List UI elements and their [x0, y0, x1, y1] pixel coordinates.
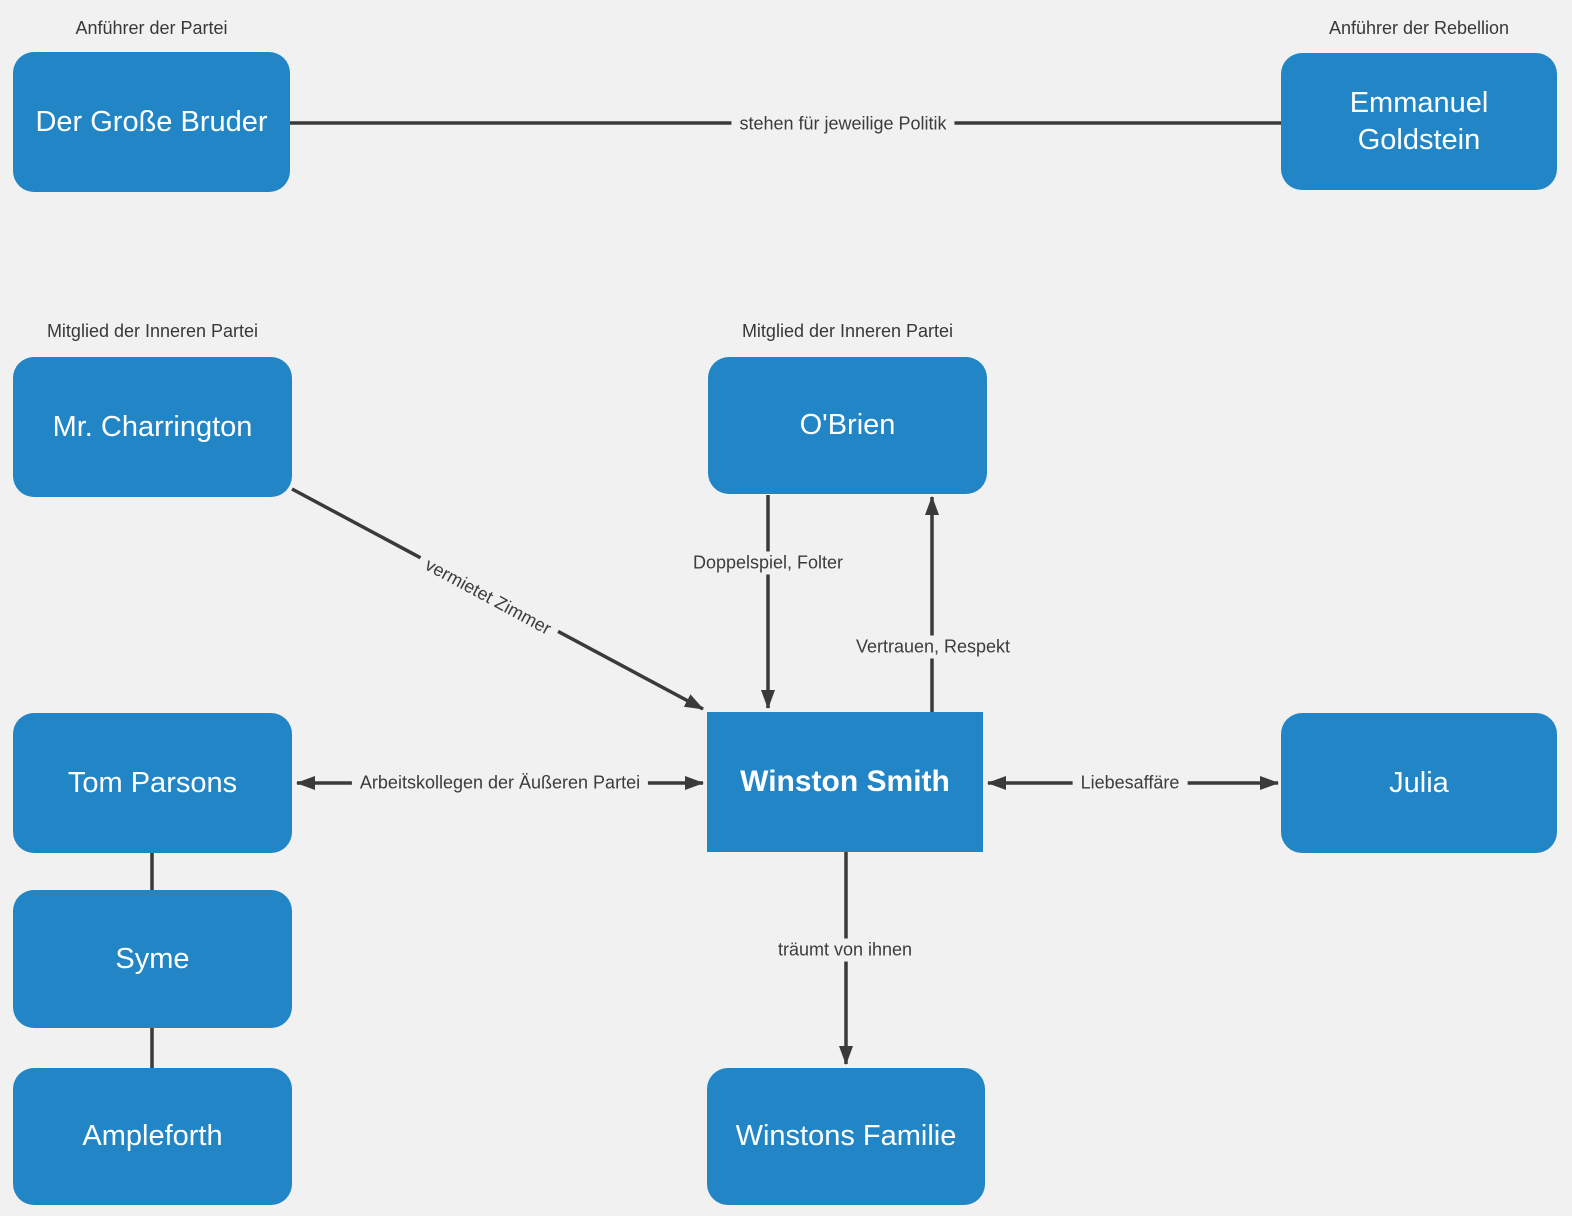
node-der-grosse-bruder[interactable]: Der Große Bruder	[13, 52, 290, 192]
node-mr-charrington[interactable]: Mr. Charrington	[13, 357, 292, 497]
edge-label-politics: stehen für jeweilige Politik	[731, 112, 955, 136]
node-winston-smith[interactable]: Winston Smith	[707, 712, 983, 852]
node-julia[interactable]: Julia	[1281, 713, 1557, 853]
node-syme[interactable]: Syme	[13, 890, 292, 1028]
caption-obrien: Mitglied der Inneren Partei	[741, 321, 954, 341]
edge-label-double-cross: Doppelspiel, Folter	[684, 551, 852, 575]
caption-goldstein: Anführer der Rebellion	[1328, 18, 1510, 38]
node-obrien[interactable]: O'Brien	[708, 357, 987, 494]
node-winstons-familie[interactable]: Winstons Familie	[707, 1068, 985, 1205]
edge-label-colleagues: Arbeitskollegen der Äußeren Partei	[351, 771, 649, 795]
node-emmanuel-goldstein[interactable]: Emmanuel Goldstein	[1281, 53, 1557, 190]
edge-label-trust: Vertrauen, Respekt	[847, 635, 1019, 659]
node-ampleforth[interactable]: Ampleforth	[13, 1068, 292, 1205]
caption-charrington: Mitglied der Inneren Partei	[46, 321, 259, 341]
caption-big-brother: Anführer der Partei	[75, 18, 228, 38]
edge-label-dreams: träumt von ihnen	[769, 938, 921, 962]
edge-label-love-affair: Liebesaffäre	[1072, 771, 1188, 795]
node-tom-parsons[interactable]: Tom Parsons	[13, 713, 292, 853]
